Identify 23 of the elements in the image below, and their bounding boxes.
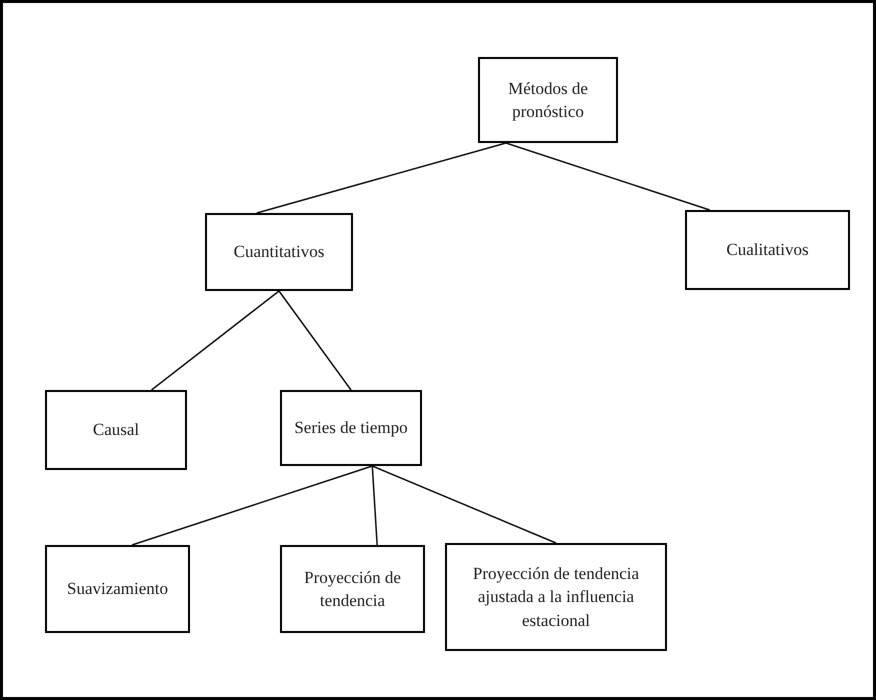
connector-line bbox=[372, 465, 556, 544]
category-box bbox=[685, 210, 850, 290]
connector-line bbox=[278, 290, 352, 390]
connector-line bbox=[151, 290, 280, 391]
connector-line bbox=[132, 465, 373, 546]
category-box bbox=[478, 57, 618, 143]
box-label: Métodos de pronóstico bbox=[507, 78, 589, 123]
category-box bbox=[45, 545, 190, 633]
box-label: Cuantitativos bbox=[234, 241, 324, 264]
category-box bbox=[280, 545, 425, 633]
box-label: Cualitativos bbox=[726, 239, 809, 262]
box-label: Proyección de tendencia ajustada a la influencia estacional bbox=[472, 562, 640, 632]
box-label: Series de tiempo bbox=[294, 417, 408, 440]
box-label: Causal bbox=[92, 419, 140, 442]
connector-line bbox=[256, 142, 506, 214]
box-label: Proyección de tendencia bbox=[303, 566, 402, 612]
category-box bbox=[45, 390, 187, 470]
category-box bbox=[280, 390, 422, 466]
connector-line bbox=[506, 142, 710, 211]
category-box bbox=[205, 213, 353, 291]
category-box bbox=[445, 543, 667, 651]
connector-line bbox=[372, 466, 378, 546]
box-label: Suavizamiento bbox=[66, 578, 168, 600]
